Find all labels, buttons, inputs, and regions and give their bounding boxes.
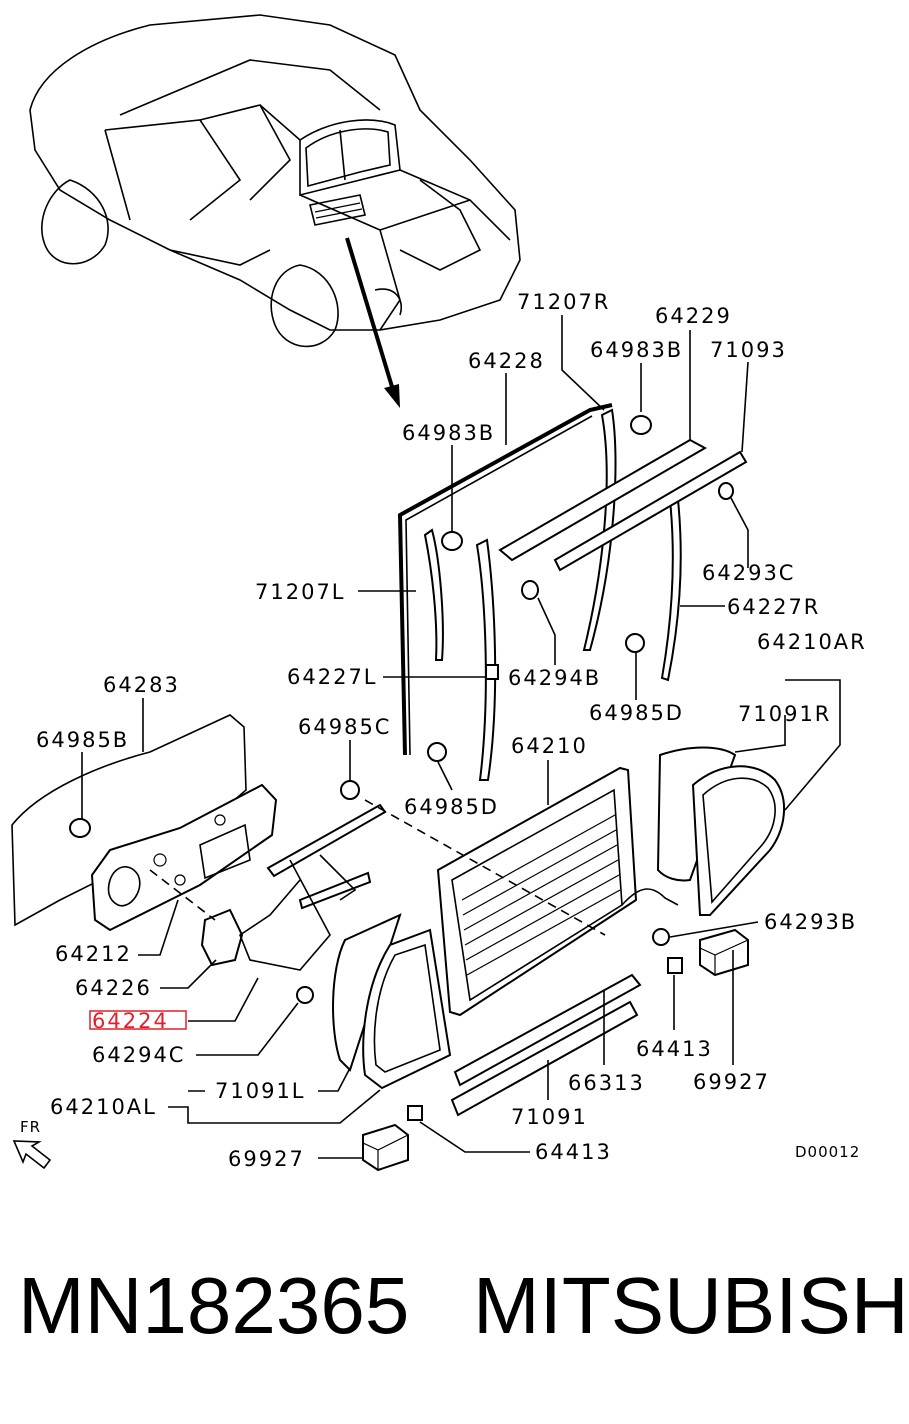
label-64226: 64226 [75, 976, 152, 1000]
leader-lines [81, 315, 841, 1159]
label-64210AL: 64210AL [50, 1095, 157, 1119]
label-64210: 64210 [511, 734, 588, 758]
label-64227L: 64227L [287, 665, 378, 689]
label-71091R: 71091R [738, 702, 831, 726]
highlight-box-64224 [89, 1010, 187, 1030]
exploded-parts [11, 403, 786, 1172]
part-number: MN182365 [18, 1261, 410, 1350]
truck-illustration [29, 14, 521, 348]
label-64228: 64228 [468, 349, 545, 373]
label-64294C: 64294C [92, 1043, 185, 1067]
label-64413-left: 64413 [535, 1140, 612, 1164]
label-71207L: 71207L [255, 580, 346, 604]
label-64985B: 64985B [36, 728, 129, 752]
label-71093: 71093 [710, 338, 787, 362]
label-64283: 64283 [103, 673, 180, 697]
label-64294B: 64294B [508, 666, 601, 690]
label-64293B: 64293B [764, 910, 857, 934]
label-71207R: 71207R [517, 290, 610, 314]
label-64413-right: 64413 [636, 1037, 713, 1061]
label-69927-left: 69927 [228, 1147, 305, 1171]
label-64983B-left: 64983B [402, 421, 495, 445]
front-arrow-icon [12, 1140, 52, 1170]
label-64210AR: 64210AR [757, 630, 867, 654]
label-64985D-mid: 64985D [404, 795, 499, 819]
brand-name: MITSUBISHI [473, 1261, 909, 1350]
front-direction-indicator: FR [12, 1118, 52, 1170]
label-64293C: 64293C [702, 561, 795, 585]
label-64224-highlighted: 64224 [92, 1009, 169, 1033]
label-71091L: 71091L [215, 1079, 306, 1103]
label-64985C: 64985C [298, 715, 391, 739]
diagram-code: D00012 [795, 1143, 860, 1161]
label-71091: 71091 [511, 1105, 588, 1129]
label-64212: 64212 [55, 942, 132, 966]
label-69927-right: 69927 [693, 1070, 770, 1094]
label-64227R: 64227R [727, 595, 820, 619]
pointer-arrow [345, 237, 400, 408]
label-64983B-top: 64983B [590, 338, 683, 362]
front-label: FR [20, 1118, 41, 1136]
part-labels: 71207R 64229 64983B 71093 64228 64983B 6… [36, 290, 867, 1171]
label-64985D-right: 64985D [589, 701, 684, 725]
label-64229: 64229 [655, 304, 732, 328]
label-66313: 66313 [568, 1071, 645, 1095]
